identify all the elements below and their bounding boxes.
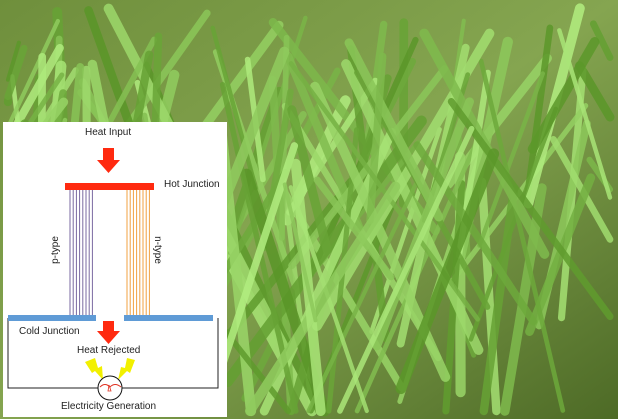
nanowire [287, 105, 332, 255]
nanowire [282, 182, 318, 323]
nanowire [306, 182, 418, 414]
spark-right-icon [118, 358, 135, 380]
nanowire [479, 184, 519, 416]
spark-left-icon [85, 358, 103, 380]
nanowire [244, 181, 401, 416]
n-type-label: n-type [151, 236, 163, 264]
nanowire [5, 40, 21, 82]
cold-junction-bar-left [8, 315, 96, 321]
cold-junction-bar-right [124, 315, 213, 321]
nanowire [478, 58, 566, 413]
nanowire [313, 176, 395, 281]
nanowire [222, 177, 356, 343]
nanowire [527, 37, 600, 154]
n-type-wires [126, 190, 150, 315]
nanowire [557, 28, 613, 200]
nanowire [477, 71, 545, 248]
nanowire [366, 52, 387, 225]
nanowire [589, 20, 614, 61]
nanowire [477, 177, 501, 416]
nanowire [447, 98, 614, 320]
thermoelectric-schematic [7, 148, 219, 401]
nanowire [575, 61, 615, 122]
heat-rejected-label: Heat Rejected [77, 345, 141, 356]
nanowire [312, 28, 495, 331]
heat-input-arrow [97, 148, 120, 173]
nanowire [4, 44, 28, 101]
p-type-wires [69, 190, 93, 315]
nanowire [395, 148, 500, 395]
nanowire [337, 125, 475, 414]
thermoelectric-diagram-panel: Heat Input Hot Junction p-type n-type Co… [3, 122, 227, 417]
bulb-filament-loop [107, 384, 112, 392]
hot-junction-label: Hot Junction [164, 179, 220, 190]
hot-junction-bar [65, 183, 154, 190]
nanowire [344, 38, 444, 222]
electricity-generation-label: Electricity Generation [61, 401, 157, 412]
heat-input-label: Heat Input [85, 127, 132, 138]
nanowire [341, 59, 484, 355]
nanowire [241, 168, 330, 417]
cold-junction-label: Cold Junction [19, 326, 80, 337]
heat-rejected-arrow [97, 321, 120, 344]
nanowire [413, 141, 538, 326]
p-type-label: p-type [49, 236, 61, 264]
nanowire [210, 25, 258, 191]
nanowire [5, 18, 61, 130]
